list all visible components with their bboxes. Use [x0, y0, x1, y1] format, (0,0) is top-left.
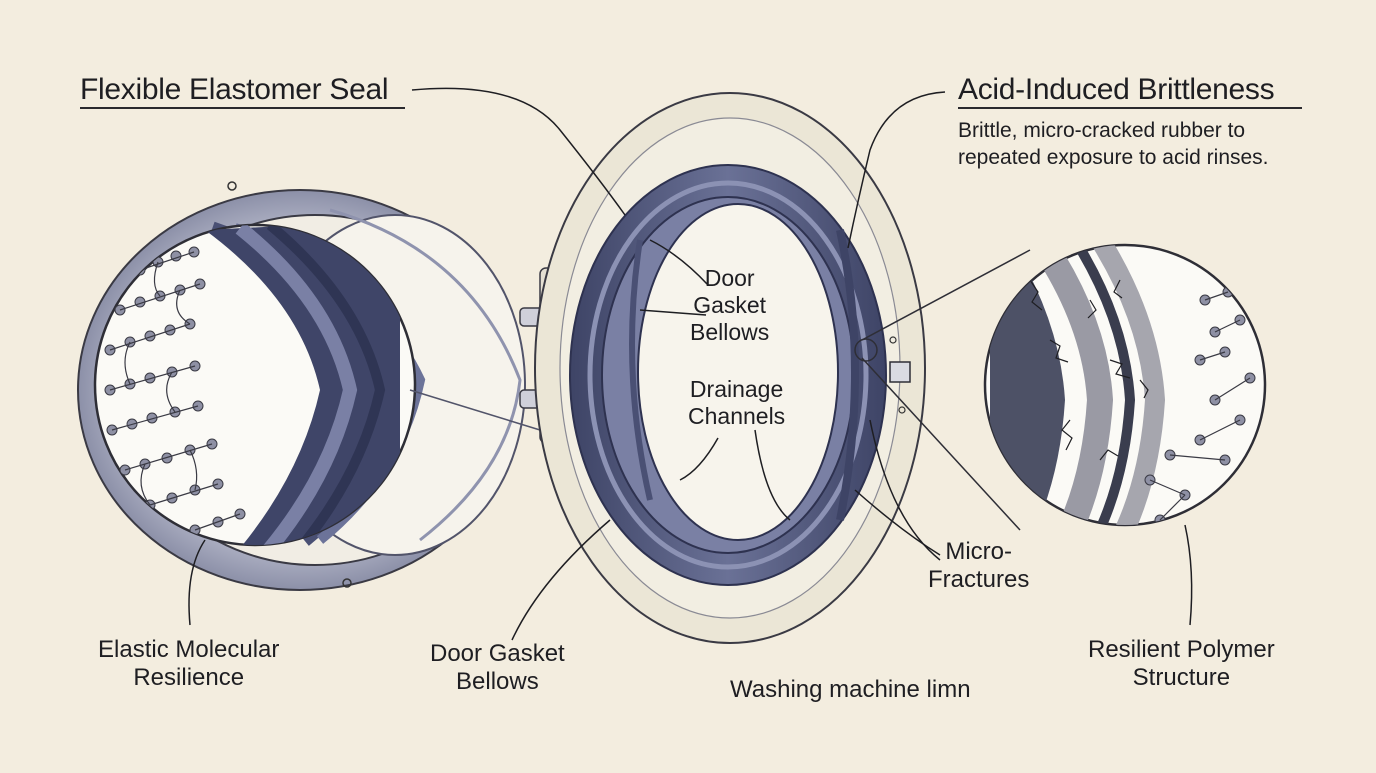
subtitle-line-1: Brittle, micro-cracked rubber to [958, 119, 1246, 142]
callout-door-gasket-bellows-bottom: Door Gasket Bellows [430, 640, 565, 697]
right-zoom-cracked-view [854, 243, 1267, 531]
subtitle-brittle-description: Brittle, micro-cracked rubber to repeate… [958, 118, 1269, 171]
callout-line: Structure [1132, 664, 1231, 692]
title-acid-induced-brittleness: Acid-Induced Brittleness [958, 73, 1275, 106]
callout-elastic-molecular-resilience: Elastic Molecular Resilience [98, 636, 279, 693]
center-gasket [569, 164, 887, 586]
title-flexible-elastomer-seal: Flexible Elastomer Seal [80, 73, 389, 106]
callout-line: Bellows [456, 668, 539, 696]
callout-line: Fractures [928, 566, 1030, 594]
callout-door-gasket-bellows-inner: Door Gasket Bellows [690, 265, 769, 346]
caption-washing-machine: Washing machine limn [730, 676, 971, 703]
callout-line: Channels [688, 403, 786, 430]
callout-resilient-polymer-structure: Resilient Polymer Structure [1088, 636, 1275, 693]
callout-line: Bellows [690, 319, 770, 346]
callout-line: Resilience [133, 664, 245, 692]
callout-line: Micro- [945, 538, 1012, 565]
callout-line: Drainage [689, 376, 784, 402]
callout-line: Gasket [693, 292, 767, 319]
callout-line: Elastic Molecular [98, 636, 280, 663]
callout-line: Resilient Polymer [1088, 636, 1275, 663]
callout-micro-fractures: Micro- Fractures [928, 538, 1029, 595]
left-zoom-molecular-view [93, 223, 541, 547]
leader-lines [188, 87, 1193, 641]
title-underlines [80, 107, 1302, 109]
callout-drainage-channels: Drainage Channels [688, 376, 785, 430]
callout-line: Door [704, 265, 755, 291]
callout-line: Door Gasket [430, 640, 565, 667]
subtitle-line-2: repeated exposure to acid rinses. [958, 145, 1269, 169]
